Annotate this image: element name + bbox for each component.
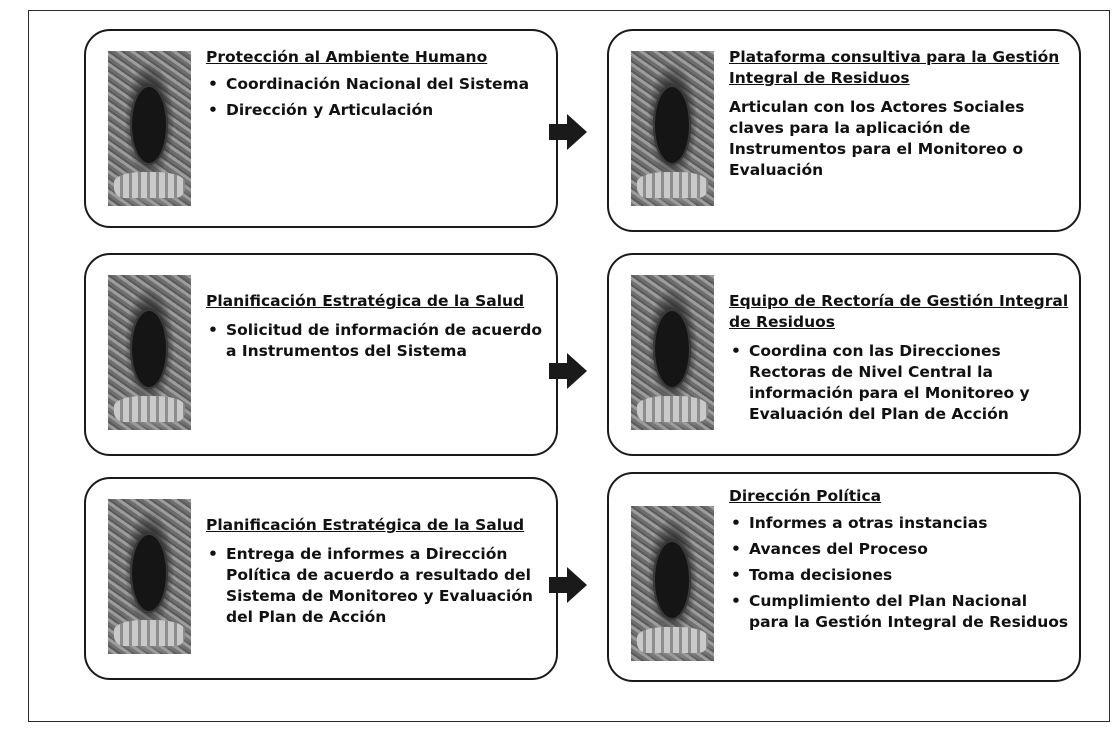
list-item: •Entrega de informes a Dirección Polític… bbox=[208, 545, 533, 626]
right-arrow-icon bbox=[549, 353, 587, 389]
box-title: Protección al Ambiente Humano bbox=[206, 48, 488, 66]
box-title: Equipo de Rectoría de Gestión Integral d… bbox=[729, 292, 1069, 331]
hands-holding-globe-photo bbox=[631, 506, 714, 661]
box-text: Articulan con los Actores Sociales clave… bbox=[729, 98, 1025, 179]
right-arrow-icon bbox=[549, 114, 587, 150]
hands-holding-globe-photo bbox=[108, 275, 191, 430]
box-title: Planificación Estratégica de la Salud bbox=[206, 292, 525, 310]
box-title: Plataforma consultiva para la Gestión In… bbox=[729, 48, 1060, 87]
list-item: •Coordina con las Direcciones Rectoras d… bbox=[731, 342, 1030, 423]
box-direccion-politica: Dirección Política •Informes a otras ins… bbox=[607, 472, 1081, 682]
hands-holding-globe-photo bbox=[631, 51, 714, 206]
box-plataforma-consultiva: Plataforma consultiva para la Gestión In… bbox=[607, 29, 1081, 232]
box-title: Planificación Estratégica de la Salud bbox=[206, 516, 525, 534]
diagram-frame: Protección al Ambiente Humano •Coordinac… bbox=[28, 10, 1110, 722]
list-item: •Solicitud de información de acuerdo a I… bbox=[208, 321, 543, 360]
list-item: •Cumplimiento del Plan Nacional para la … bbox=[731, 592, 1069, 631]
box-planificacion-estrategica-1: Planificación Estratégica de la Salud •S… bbox=[84, 253, 558, 456]
list-item: •Informes a otras instancias bbox=[731, 514, 988, 532]
hands-holding-globe-photo bbox=[631, 275, 714, 430]
box-planificacion-estrategica-2: Planificación Estratégica de la Salud •E… bbox=[84, 477, 558, 680]
hands-holding-globe-photo bbox=[108, 499, 191, 654]
list-item: •Avances del Proceso bbox=[731, 540, 928, 558]
hands-holding-globe-photo bbox=[108, 51, 191, 206]
box-proteccion-ambiente: Protección al Ambiente Humano •Coordinac… bbox=[84, 29, 558, 228]
box-title: Dirección Política bbox=[729, 487, 882, 505]
right-arrow-icon bbox=[549, 567, 587, 603]
list-item: •Coordinación Nacional del Sistema bbox=[208, 75, 530, 93]
list-item: •Dirección y Articulación bbox=[208, 101, 434, 119]
list-item: •Toma decisiones bbox=[731, 566, 893, 584]
box-equipo-rectoria: Equipo de Rectoría de Gestión Integral d… bbox=[607, 253, 1081, 456]
